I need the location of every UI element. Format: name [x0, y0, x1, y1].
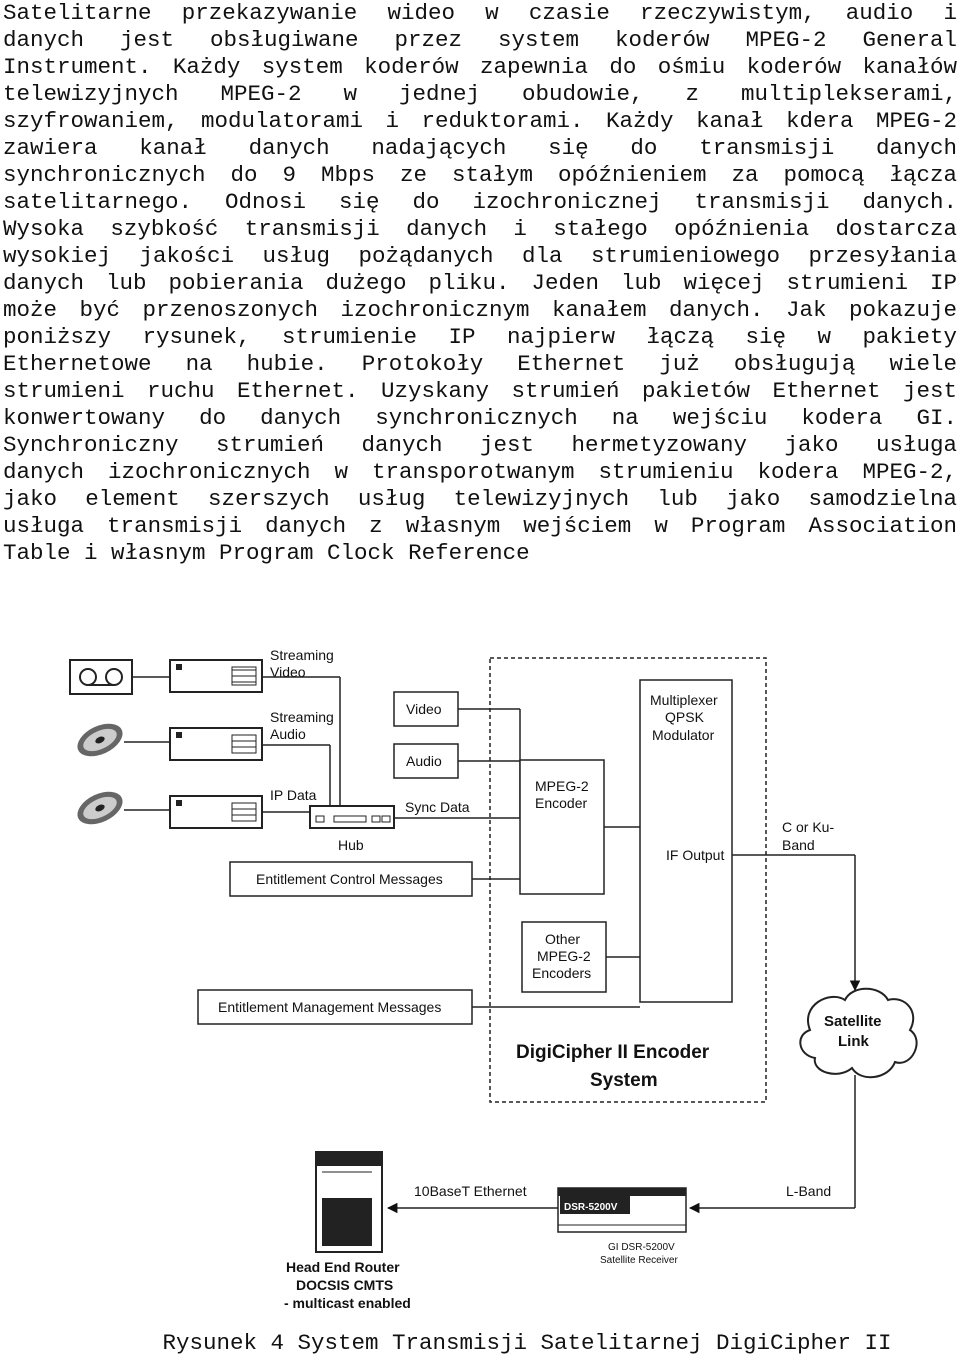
paragraph-line: może być przenoszonych izochronicznym ka… [3, 297, 957, 323]
paragraph-line: poniższy rysunek, strumienie IP najpierw… [3, 324, 957, 350]
paragraph-line: Satelitarne przekazywanie wideo w czasie… [3, 0, 957, 26]
paragraph-line: zawiera kanał danych nadających się do t… [3, 135, 957, 161]
system-diagram: Streaming Video Streaming Audio IP Data … [69, 647, 918, 1311]
paragraph-line: danych izochronicznych w transporotwanym… [3, 459, 957, 485]
mpeg2-encoder-label: MPEG-2 [535, 778, 589, 794]
router-label: - multicast enabled [284, 1295, 411, 1311]
streaming-video-label: Streaming [270, 647, 334, 663]
audio-label: Audio [406, 753, 442, 769]
figure-caption: Rysunek 4 System Transmisji Satelitarnej… [162, 1330, 892, 1356]
streaming-audio-label: Audio [270, 726, 306, 742]
emm-label: Entitlement Management Messages [218, 999, 441, 1015]
paragraph-line: telewizyjnych MPEG-2 w jednej obudowie, … [3, 81, 957, 107]
multiplexer-label: Modulator [652, 727, 715, 743]
ecm-label: Entitlement Control Messages [256, 871, 443, 887]
disc-icon [77, 723, 123, 757]
receiver-caption: GI DSR-5200V [608, 1242, 675, 1253]
other-encoders-box [521, 921, 607, 993]
disc-icon [77, 791, 123, 825]
video-label: Video [406, 701, 442, 717]
paragraph-line: Table i własnym Program Clock Reference [3, 540, 530, 566]
head-end-router-icon [315, 1151, 383, 1253]
mpeg2-encoder-box [519, 759, 605, 895]
router-label: DOCSIS CMTS [296, 1277, 393, 1293]
satellite-link-cloud [799, 987, 918, 1078]
hub-icon [309, 805, 395, 829]
paragraph-line: konwertowany do danych synchronicznych n… [3, 405, 957, 431]
multiplexer-box [639, 679, 733, 1003]
paragraph-line: szyfrowaniem, modulatorami i reduktorami… [3, 108, 957, 134]
ethernet-label: 10BaseT Ethernet [414, 1183, 527, 1199]
mpeg2-encoder-label: Encoder [535, 795, 587, 811]
tape-deck-icon [69, 659, 133, 695]
audio-server-icon [169, 727, 263, 761]
paragraph-line: Synchroniczny strumień danych jest herme… [3, 432, 957, 458]
hub-label: Hub [338, 837, 364, 853]
receiver-panel-label: DSR-5200V [564, 1202, 618, 1213]
paragraph-line: Instrument. Każdy system koderów zapewni… [3, 54, 957, 80]
video-server-icon [169, 659, 263, 693]
paragraph-line: Ethernetowe na hubie. Protokoły Ethernet… [3, 351, 957, 377]
streaming-video-label: Video [270, 664, 306, 680]
paragraph-line: danych lub pobierania dużego pliku. Jede… [3, 270, 957, 296]
streaming-audio-label: Streaming [270, 709, 334, 725]
if-output-label: IF Output [666, 847, 724, 863]
other-encoders-label: Encoders [532, 965, 591, 981]
satellite-link-label: Satellite [824, 1013, 882, 1030]
paragraph-line: usługa transmisji danych z własnym wejśc… [3, 513, 957, 539]
paragraph-line: strumieni ruchu Ethernet. Uzyskany strum… [3, 378, 957, 404]
multiplexer-label: Multiplexer [650, 692, 718, 708]
satellite-receiver-icon [557, 1187, 687, 1233]
paragraph-line: satelitarnego. Odnosi się do izochronicz… [3, 189, 957, 215]
ip-data-label: IP Data [270, 787, 317, 803]
router-label: Head End Router [286, 1259, 400, 1275]
paragraph-line: Wysoka szybkość transmisji danych i stał… [3, 216, 957, 242]
system-title: System [590, 1070, 658, 1091]
paragraph-line: wysokiej jakości usług pożądanych dla st… [3, 243, 957, 269]
sync-data-label: Sync Data [405, 799, 470, 815]
body-paragraph: Satelitarne przekazywanie wideo w czasie… [3, 0, 957, 567]
multiplexer-label: QPSK [665, 709, 705, 725]
digicipher-system-boundary [489, 657, 767, 1103]
other-encoders-label: Other [545, 931, 580, 947]
other-encoders-label: MPEG-2 [537, 948, 591, 964]
paragraph-line: danych jest obsługiwane przez system kod… [3, 27, 957, 53]
receiver-caption: Satellite Receiver [600, 1255, 678, 1266]
band-label: Band [782, 837, 815, 853]
emm-box [197, 989, 473, 1025]
system-title: DigiCipher II Encoder [516, 1042, 710, 1063]
lband-label: L-Band [786, 1183, 831, 1199]
video-box [393, 691, 459, 727]
ip-server-icon [169, 795, 263, 829]
paragraph-line: jako element szerszych usług telewizyjny… [3, 486, 957, 512]
band-label: C or Ku- [782, 819, 834, 835]
satellite-link-label: Link [838, 1033, 869, 1050]
paragraph-line: synchronicznych do 9 Mbps ze stałym opóź… [3, 162, 957, 188]
ecm-box [229, 861, 473, 897]
